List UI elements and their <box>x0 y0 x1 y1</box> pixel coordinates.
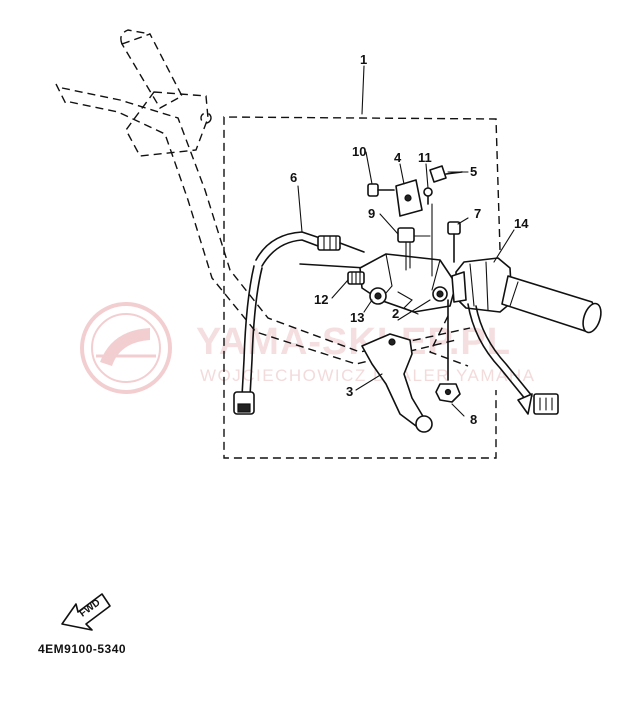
mounting-screw <box>429 165 463 183</box>
callout-13: 13 <box>350 310 364 325</box>
callout-1: 1 <box>360 52 367 67</box>
callout-5: 5 <box>470 164 477 179</box>
clutch-switch <box>397 227 415 271</box>
left-grip <box>120 29 212 157</box>
pivot-bolt <box>447 221 461 263</box>
callout-8: 8 <box>470 412 477 427</box>
cable-adjust-bolt <box>347 271 365 285</box>
handlebar-outline <box>55 83 471 365</box>
leader-lines <box>297 65 515 417</box>
locknut <box>369 287 387 305</box>
callout-2: 2 <box>392 306 399 321</box>
callout-11: 11 <box>418 150 432 165</box>
callout-14: 14 <box>514 216 529 231</box>
callout-4: 4 <box>394 150 402 165</box>
handlebar-switch <box>451 257 513 313</box>
part-code: 4EM9100-5340 <box>38 642 126 656</box>
cable-adjuster <box>317 235 341 251</box>
clutch-lever <box>361 333 433 433</box>
watermark-logo-icon <box>80 302 172 394</box>
small-screw <box>423 187 433 205</box>
callout-10: 10 <box>352 144 366 159</box>
clamp-bolt <box>367 183 395 197</box>
watermark-subtitle: WOJCIECHOWICZ DEALER YAMAHA <box>200 366 536 385</box>
watermark: YAMA-SKLEP.PL WOJCIECHOWICZ DEALER YAMAH… <box>80 302 536 394</box>
callout-3: 3 <box>346 384 353 399</box>
callout-9: 9 <box>368 206 375 221</box>
switch-harness <box>429 303 559 415</box>
lever-pivot-nut <box>435 299 461 403</box>
watermark-title: YAMA-SKLEP.PL <box>196 321 511 363</box>
callout-6: 6 <box>290 170 297 185</box>
assembly-frame <box>223 116 501 459</box>
right-grip <box>501 275 602 334</box>
callout-12: 12 <box>314 292 328 307</box>
lever-spring <box>397 291 419 315</box>
callout-7: 7 <box>474 206 481 221</box>
fwd-arrow-icon: FWD <box>61 593 111 631</box>
switch-clamp <box>395 179 423 217</box>
callouts: 1 2 3 4 5 6 7 8 9 10 11 12 13 14 <box>290 52 529 427</box>
